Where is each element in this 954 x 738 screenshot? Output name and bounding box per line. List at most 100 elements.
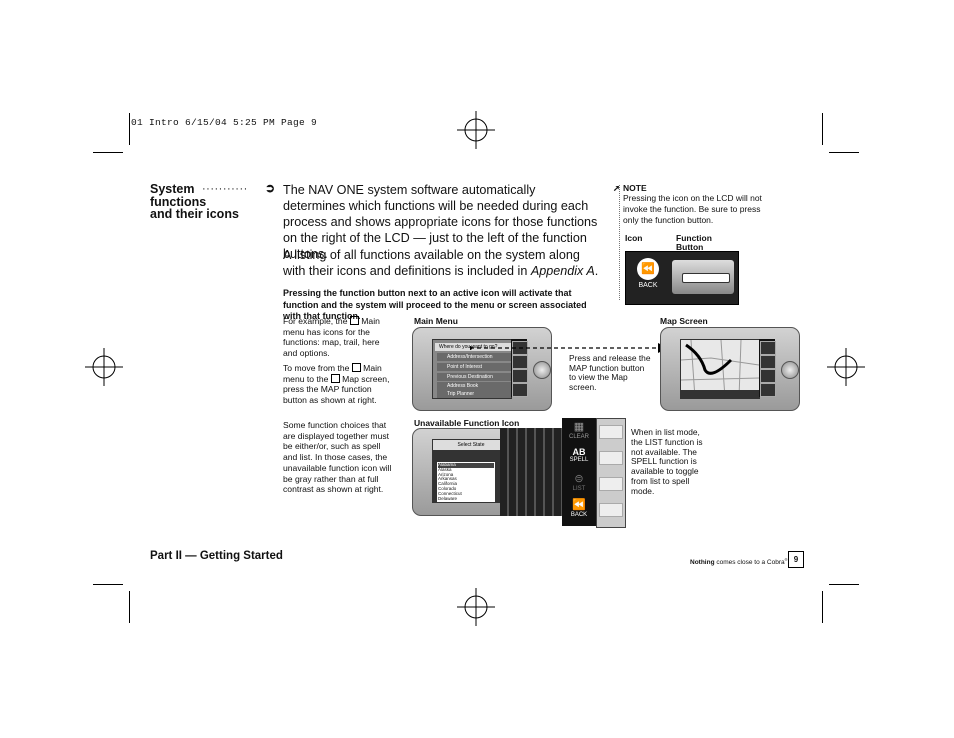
menu-row: Where do you want to go?: [435, 343, 511, 351]
state-list-item[interactable]: Delaware: [438, 495, 458, 501]
tagline: Nothing comes close to a Cobra®: [690, 557, 788, 566]
map-icon: [330, 373, 340, 383]
crop-mark: [829, 584, 859, 585]
back-function-button[interactable]: [599, 503, 623, 517]
main-menu-device: Where do you want to go? Address/Interse…: [412, 327, 552, 411]
function-button[interactable]: [512, 383, 528, 397]
note-arrow-icon: ➚: [613, 183, 621, 193]
function-button[interactable]: [760, 355, 776, 369]
example-paragraph-2: To move from the Main menu to the Map sc…: [283, 363, 393, 406]
directional-pad[interactable]: [781, 361, 799, 379]
tagline-text: comes close to a Cobra: [714, 559, 785, 567]
appendix-period: .: [594, 264, 599, 278]
registration-mark-icon: [85, 348, 123, 386]
map-function-button[interactable]: [512, 355, 528, 369]
registration-mark-icon: [457, 111, 495, 149]
intro-paragraph: The NAV ONE system software automaticall…: [283, 183, 598, 261]
unavailable-label: Unavailable Function Icon: [414, 418, 520, 428]
icon-label: LIST: [572, 486, 586, 492]
state-list-item[interactable]: Arkansas: [438, 476, 457, 482]
icon-label: CLEAR: [568, 434, 589, 440]
crop-mark: [829, 152, 859, 153]
back-label: BACK: [638, 282, 658, 289]
heading-line: functions: [150, 194, 207, 209]
note-column-headers: Icon Function Button: [623, 234, 773, 258]
crop-mark: [93, 152, 123, 153]
note-heading: ➚NOTE: [613, 183, 773, 193]
tagline-bold: Nothing: [690, 559, 715, 567]
example-text: Map screen, press the MAP function butto…: [283, 373, 390, 406]
directional-pad[interactable]: [533, 361, 551, 379]
function-button[interactable]: [599, 425, 623, 439]
example-text: To move from the: [283, 363, 350, 373]
map-graphic: [681, 340, 759, 398]
menu-row: Previous Destination: [437, 373, 511, 381]
state-list[interactable]: Alabama Alaska Arizona Arkansas Californ…: [437, 462, 495, 502]
press-release-caption: Press and release the MAP function butto…: [569, 353, 651, 392]
back-icon: ⏪ BACK: [630, 256, 666, 300]
menu-row: Address Book: [437, 382, 511, 390]
menu-row: Point of Interest: [437, 363, 511, 371]
state-list-item[interactable]: California: [438, 481, 458, 487]
slug-line: 01 Intro 6/15/04 5:25 PM Page 9: [131, 117, 318, 128]
icon-label: AB: [572, 447, 586, 457]
main-menu-icon: [349, 316, 359, 325]
state-list-item[interactable]: Arizona: [438, 471, 454, 477]
hardware-button-housing: [672, 260, 734, 294]
function-button[interactable]: [512, 369, 528, 383]
crop-mark: [822, 113, 823, 145]
list-icon-unavailable: ⊜LIST: [572, 473, 586, 492]
section-footer: Part II — Getting Started: [150, 550, 283, 562]
crop-mark: [129, 113, 130, 145]
function-button-column-header: Function Button: [676, 233, 712, 252]
registration-mark-icon: [827, 348, 865, 386]
state-list-screen: Select State Alabama Alaska Arizona Arka…: [432, 439, 510, 503]
menu-row: Address/Intersection: [437, 353, 511, 361]
state-list-item[interactable]: Colorado: [438, 485, 457, 491]
note-text: Pressing the icon on the LCD will not in…: [623, 193, 762, 225]
map-screen-label: Map Screen: [660, 316, 708, 326]
registration-mark-icon: [457, 588, 495, 626]
page-number: 9: [788, 551, 804, 568]
back-button-illustration: ⏪ BACK: [625, 251, 739, 305]
icon-label: BACK: [570, 512, 588, 518]
rewind-icon: ⏪: [637, 258, 659, 280]
list-function-button[interactable]: [599, 477, 623, 491]
crop-mark: [129, 591, 130, 623]
activation-paragraph: Pressing the function button next to an …: [283, 288, 587, 321]
heading-leader-dots: ···········: [202, 183, 248, 195]
function-button[interactable]: [760, 341, 776, 355]
back-function-button[interactable]: [682, 273, 730, 283]
menu-row: Trip Planner: [437, 390, 511, 398]
function-button[interactable]: [760, 383, 776, 397]
section-heading: System ··········· ➲ functions and their…: [150, 181, 280, 221]
staircase-graphic: [500, 428, 566, 516]
state-list-item[interactable]: Connecticut: [438, 490, 462, 496]
note-divider: [619, 185, 620, 300]
crop-mark: [822, 591, 823, 623]
spell-function-button[interactable]: [599, 451, 623, 465]
example-text: Main menu to the: [283, 363, 382, 384]
button-column: [596, 418, 626, 528]
function-button[interactable]: [760, 369, 776, 383]
main-menu-screen: Where do you want to go? Address/Interse…: [432, 339, 512, 399]
list-mode-caption: When in list mode, the LIST function is …: [631, 427, 703, 496]
bullet-arrow-icon: ➲: [265, 181, 276, 195]
state-list-item[interactable]: Alaska: [438, 466, 452, 472]
appendix-link[interactable]: Appendix A: [530, 264, 595, 278]
note-box: ➚NOTE Pressing the icon on the LCD will …: [613, 183, 773, 258]
main-menu-icon: [351, 363, 361, 372]
registered-mark: ®: [784, 557, 788, 562]
icon-label: SPELL: [569, 457, 589, 463]
state-list-item[interactable]: Alabama: [438, 462, 494, 468]
icon-column-header: Icon: [625, 233, 643, 243]
main-menu-label: Main Menu: [414, 316, 458, 326]
map-screen: [680, 339, 760, 399]
select-state-title: Select State: [433, 440, 509, 450]
appendix-paragraph: A listing of all functions available on …: [283, 247, 601, 279]
note-title: NOTE: [623, 183, 647, 193]
example-paragraph-3: Some function choices that are displayed…: [283, 420, 392, 495]
